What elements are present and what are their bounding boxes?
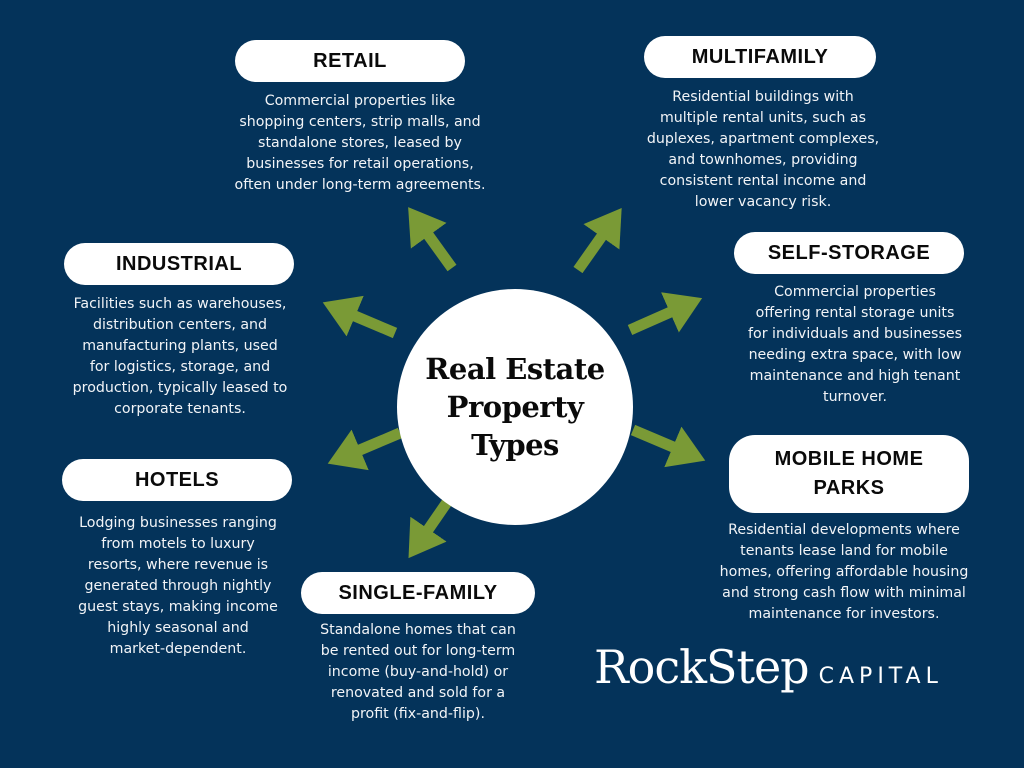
- description-hotels: Lodging businesses ranging from motels t…: [78, 515, 278, 657]
- label-industrial-text: INDUSTRIAL: [115, 252, 243, 275]
- label-mobile-home-parks-text: MOBILE HOME PARKS: [774, 448, 924, 499]
- label-mobile-home-parks: MOBILE HOME PARKS: [729, 435, 969, 513]
- arrow-multifamily-icon: [573, 208, 622, 274]
- logo-suffix: CAPITAL: [818, 664, 943, 689]
- label-multifamily-text: MULTIFAMILY: [691, 45, 829, 68]
- description-retail: Commercial properties like shopping cent…: [234, 93, 486, 193]
- label-industrial: INDUSTRIAL: [64, 243, 294, 285]
- arrow-mobile-home-parks-icon: [630, 424, 706, 468]
- arrow-industrial-icon: [322, 295, 398, 339]
- description-mobile-home-parks: Residential developments where tenants l…: [719, 522, 969, 622]
- label-multifamily: MULTIFAMILY: [644, 36, 876, 78]
- label-retail-text: RETAIL: [313, 49, 387, 72]
- label-hotels: HOTELS: [62, 459, 292, 501]
- logo-name: RockStep: [594, 640, 810, 694]
- center-circle: Real Estate Property Types: [397, 289, 633, 525]
- description-single-family: Standalone homes that can be rented out …: [320, 622, 516, 722]
- arrow-self-storage-icon: [627, 292, 703, 336]
- label-self-storage-text: SELF-STORAGE: [767, 241, 931, 264]
- arrow-hotels-icon: [327, 427, 403, 471]
- center-title: Real Estate Property Types: [425, 352, 605, 462]
- label-single-family-text: SINGLE-FAMILY: [338, 581, 498, 604]
- arrow-retail-icon: [408, 207, 457, 272]
- description-industrial: Facilities such as warehouses, distribut…: [72, 296, 288, 417]
- label-self-storage: SELF-STORAGE: [734, 232, 964, 274]
- label-single-family: SINGLE-FAMILY: [301, 572, 535, 614]
- description-self-storage: Commercial properties offering rental st…: [748, 284, 962, 405]
- rockstep-capital-logo: RockStep CAPITAL: [594, 640, 943, 694]
- description-multifamily: Residential buildings with multiple rent…: [646, 89, 880, 210]
- label-retail: RETAIL: [235, 40, 465, 82]
- label-hotels-text: HOTELS: [134, 468, 220, 491]
